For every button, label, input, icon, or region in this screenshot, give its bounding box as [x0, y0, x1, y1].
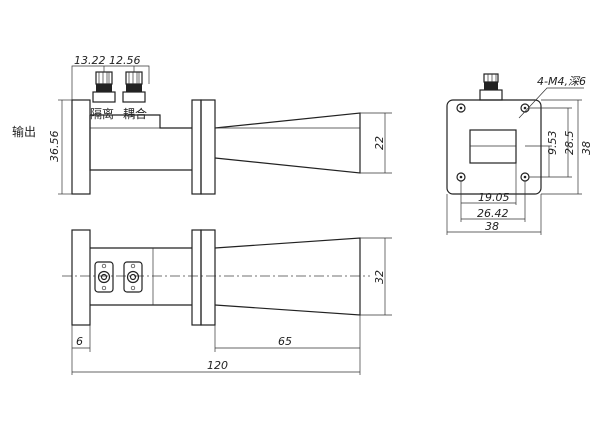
end-bolt-holes: [456, 103, 530, 182]
label-hole-spec: 4-M4,深6: [537, 75, 586, 88]
dim-port-spacing-b: 12.56: [109, 54, 141, 67]
top-flange-b: [200, 229, 216, 326]
label-isolation: 隔离: [90, 106, 114, 121]
side-horn: [214, 112, 361, 174]
dim-port-spacing-a: 13.22: [74, 54, 106, 67]
top-view: 32 6 65 120: [62, 229, 392, 375]
dim-total-length: 120: [207, 359, 228, 372]
dim-hole-spacing-y: 28.5: [563, 131, 576, 156]
end-view: 4-M4,深6 9.53 28.5 38 19.05 26.42 38: [446, 73, 593, 235]
end-flange: [446, 99, 542, 195]
end-connector: [479, 73, 503, 101]
dim-horn-large: 32: [373, 270, 386, 284]
side-flange-a: [191, 99, 202, 195]
top-horn: [214, 237, 361, 316]
end-aperture: [469, 129, 517, 164]
dim-horn-length: 65: [278, 335, 292, 348]
label-output: 输出: [12, 124, 36, 139]
label-coupling: 耦合: [123, 106, 147, 121]
dim-body-height: 36.56: [48, 131, 61, 163]
side-body-bottom: [89, 115, 192, 171]
top-connector-coupling: [123, 261, 143, 293]
dim-flange-h: 38: [580, 141, 593, 155]
dim-hole-offset-y: 9.53: [546, 131, 559, 156]
connector-coupling: [122, 71, 146, 103]
dim-hole-spacing-x: 26.42: [477, 207, 509, 220]
side-left-flange: [71, 99, 91, 195]
top-connector-isolation: [94, 261, 114, 293]
side-flange-b: [200, 99, 216, 195]
side-body-top: [90, 114, 192, 129]
dim-horn-small: 22: [373, 136, 386, 150]
port-spacing-dim-line: [71, 65, 150, 100]
hole-spec-leader: [518, 87, 584, 119]
side-view: 13.22 12.56 隔离 耦合 输出 36.56 22: [12, 54, 392, 195]
connector-isolation: [92, 71, 116, 103]
dim-flange-thickness: 6: [76, 335, 83, 348]
dim-hole-offset-x: 19.05: [478, 191, 510, 204]
dim-flange-w: 38: [485, 220, 499, 233]
top-left-flange: [71, 229, 91, 326]
top-flange-a: [191, 229, 202, 326]
